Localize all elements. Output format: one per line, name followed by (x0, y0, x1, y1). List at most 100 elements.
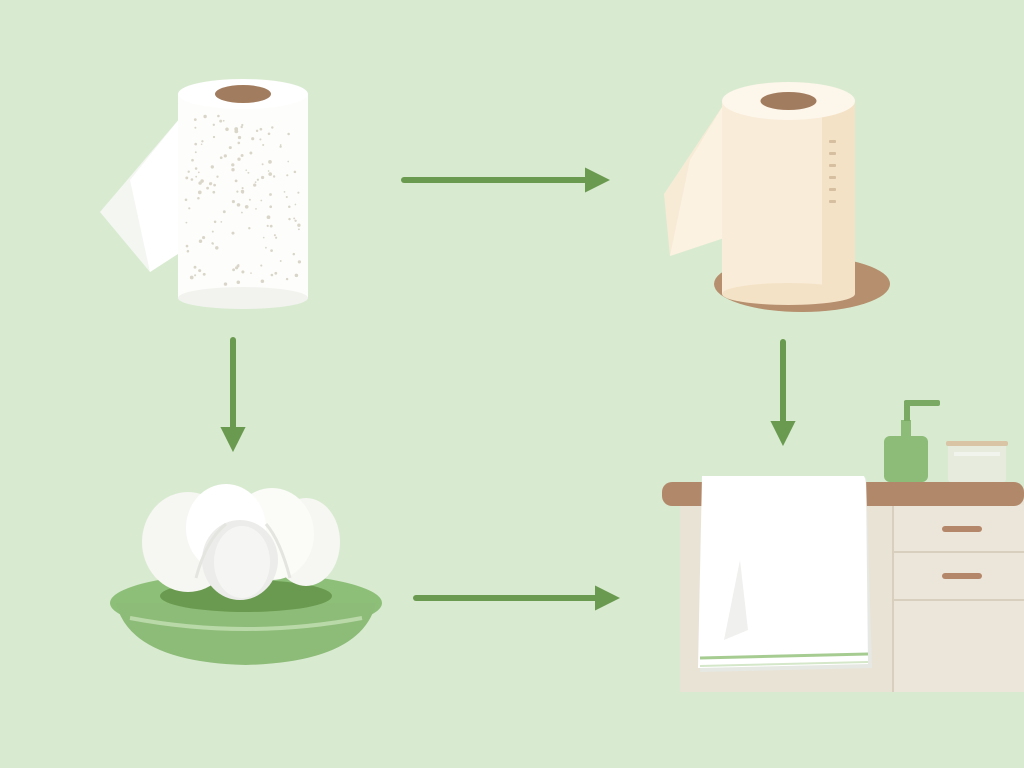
texture-dot (219, 156, 223, 160)
texture-dot (198, 269, 202, 273)
texture-dot (189, 275, 194, 280)
perforation-marks (829, 140, 836, 203)
tissue-puffs (142, 484, 340, 600)
texture-dot (210, 165, 214, 169)
texture-dot (217, 114, 220, 118)
texture-dot (241, 270, 245, 274)
texture-dot (231, 231, 235, 235)
drawer-handle (942, 526, 982, 532)
texture-dot (293, 170, 297, 174)
texture-dot (236, 280, 241, 285)
texture-dot (197, 171, 200, 174)
texture-dot (187, 170, 190, 173)
texture-dot (293, 217, 296, 220)
texture-dot (231, 200, 235, 204)
texture-dot (210, 182, 213, 184)
texture-dot (194, 126, 197, 129)
texture-dot (198, 239, 203, 244)
texture-dot (266, 224, 269, 227)
texture-dot (220, 221, 223, 223)
texture-dot (273, 234, 276, 237)
texture-dot (222, 119, 225, 122)
texture-dot (297, 260, 302, 264)
texture-dot (260, 199, 263, 202)
texture-dot (194, 151, 197, 154)
texture-dot (223, 282, 228, 286)
texture-dot (212, 135, 216, 139)
texture-dot (216, 175, 219, 178)
texture-dot (194, 167, 198, 170)
texture-dot (247, 171, 250, 174)
texture-dot (240, 211, 243, 214)
texture-dot (241, 187, 244, 190)
texture-dot (191, 158, 194, 162)
texture-dot (251, 137, 255, 141)
roll-core (760, 92, 817, 110)
texture-dot (274, 271, 278, 275)
texture-dot (292, 252, 296, 256)
texture-dot (201, 140, 204, 143)
texture-dot (237, 141, 241, 145)
texture-dot (272, 175, 276, 178)
texture-dot (190, 178, 194, 181)
texture-dot (241, 123, 244, 127)
texture-dot (185, 244, 189, 248)
texture-dot (211, 242, 214, 245)
texture-dot (236, 203, 241, 207)
texture-dot (267, 132, 271, 136)
texture-dot (202, 236, 206, 240)
texture-dot (184, 198, 188, 202)
texture-dot (287, 160, 290, 163)
texture-dot (285, 277, 289, 281)
unbleached-paper-towel-roll (664, 82, 890, 312)
texture-dot (235, 266, 239, 270)
texture-dot (185, 221, 188, 224)
texture-dot (269, 193, 272, 196)
texture-dot (270, 273, 274, 277)
texture-dot (294, 203, 297, 206)
towel-stripe (699, 652, 869, 660)
texture-dot (285, 195, 288, 199)
texture-dot (223, 154, 227, 158)
texture-dot (268, 172, 273, 176)
towel (698, 476, 872, 672)
texture-dot (287, 132, 290, 136)
texture-dot (240, 154, 244, 157)
texture-dot (279, 145, 282, 148)
texture-dot (195, 175, 198, 178)
texture-dot (269, 205, 273, 209)
texture-dot (269, 224, 273, 228)
texture-dot (245, 169, 248, 172)
texture-dot (203, 114, 207, 119)
texture-dot (197, 190, 202, 195)
texture-dot (236, 190, 239, 193)
texture-dot (297, 191, 300, 194)
texture-dot (260, 264, 263, 267)
texture-dot (259, 127, 263, 131)
texture-dot (186, 249, 190, 253)
texture-dot (215, 246, 219, 250)
texture-dot (270, 249, 273, 252)
texture-dot (232, 268, 236, 272)
texture-dot (286, 174, 289, 177)
texture-dot (188, 207, 191, 210)
texture-dot (260, 175, 265, 180)
texture-dot (255, 129, 259, 133)
roll-core (215, 85, 271, 103)
texture-dot (294, 273, 299, 278)
texture-dot (256, 178, 260, 181)
texture-dot (225, 127, 229, 132)
texture-dot (211, 230, 214, 233)
texture-dot (206, 186, 210, 190)
texture-dot (259, 138, 262, 141)
white-paper-towel-roll (100, 79, 308, 309)
texture-dot (297, 228, 300, 231)
texture-dot (283, 191, 286, 193)
cloth-towel-counter (662, 400, 1024, 692)
texture-dot (212, 190, 216, 194)
texture-dot (237, 263, 240, 266)
texture-dot (228, 146, 232, 150)
texture-dot (262, 236, 265, 239)
texture-dot (212, 123, 215, 126)
